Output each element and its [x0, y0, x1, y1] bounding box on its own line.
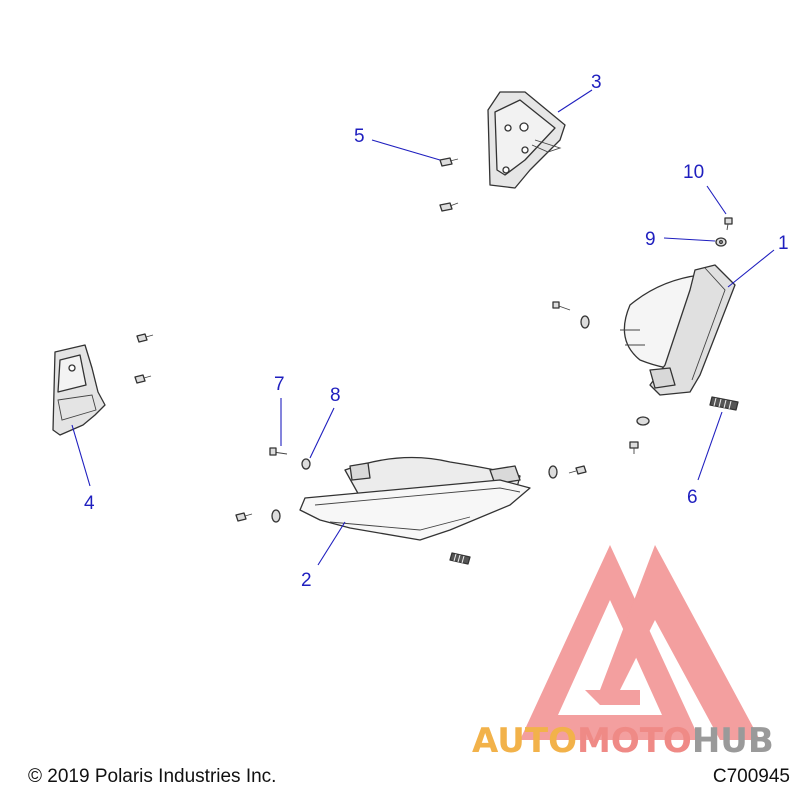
washer-8: [301, 458, 311, 470]
callout-10: 10: [683, 162, 704, 183]
callout-8: 8: [330, 385, 341, 406]
callout-labels: 1 2 3 4 5 6 7 8 9 10: [84, 72, 789, 591]
watermark-word-moto: MOTO: [577, 721, 692, 761]
washer-9: [715, 237, 727, 247]
bracket-part-3: [487, 91, 566, 189]
screw-right-lower: [629, 441, 639, 454]
leader-6: [697, 411, 723, 481]
spring-lower: [449, 552, 471, 565]
bolt-5b: [439, 202, 459, 212]
callout-4: 4: [84, 493, 95, 514]
callout-6: 6: [687, 487, 698, 508]
washer-right-lower: [636, 416, 650, 426]
leader-9: [663, 237, 716, 242]
callout-9: 9: [645, 229, 656, 250]
bolt-lower-right: [568, 465, 587, 475]
callout-1: 1: [778, 233, 789, 254]
leader-4: [71, 424, 91, 487]
bolt-left-upper: [136, 333, 154, 343]
callout-2: 2: [301, 570, 312, 591]
washer-lower-left: [271, 509, 281, 523]
washer-lower-right: [548, 465, 558, 479]
callout-5: 5: [354, 126, 365, 147]
washer-right-upper: [580, 315, 590, 329]
watermark-logo: [520, 545, 760, 740]
bolt-left-lower: [134, 374, 152, 384]
bracket-part-4: [52, 344, 106, 436]
copyright-text: © 2019 Polaris Industries Inc.: [28, 766, 277, 787]
headlight-part-2: [299, 456, 531, 541]
leader-lines: [71, 89, 775, 566]
headlight-part-1: [620, 264, 736, 396]
bolt-7: [269, 447, 288, 456]
bolt-5a: [439, 157, 459, 167]
spring-6: [709, 396, 739, 411]
callout-7: 7: [274, 374, 285, 395]
screw-10: [724, 217, 733, 231]
drawing-code: C700945: [712, 766, 790, 787]
bolt-right-upper: [552, 301, 571, 311]
leader-3: [557, 89, 593, 113]
leader-5: [371, 139, 441, 161]
leader-2: [317, 521, 346, 566]
leader-10: [706, 185, 727, 215]
leader-1: [727, 249, 775, 288]
bolt-lower-left: [235, 512, 253, 522]
watermark-text: AUTOMOTOHUB: [472, 721, 774, 761]
leader-8: [309, 407, 335, 459]
watermark-word-hub: HUB: [692, 721, 774, 761]
callout-3: 3: [591, 72, 602, 93]
watermark-word-auto: AUTO: [472, 721, 577, 761]
